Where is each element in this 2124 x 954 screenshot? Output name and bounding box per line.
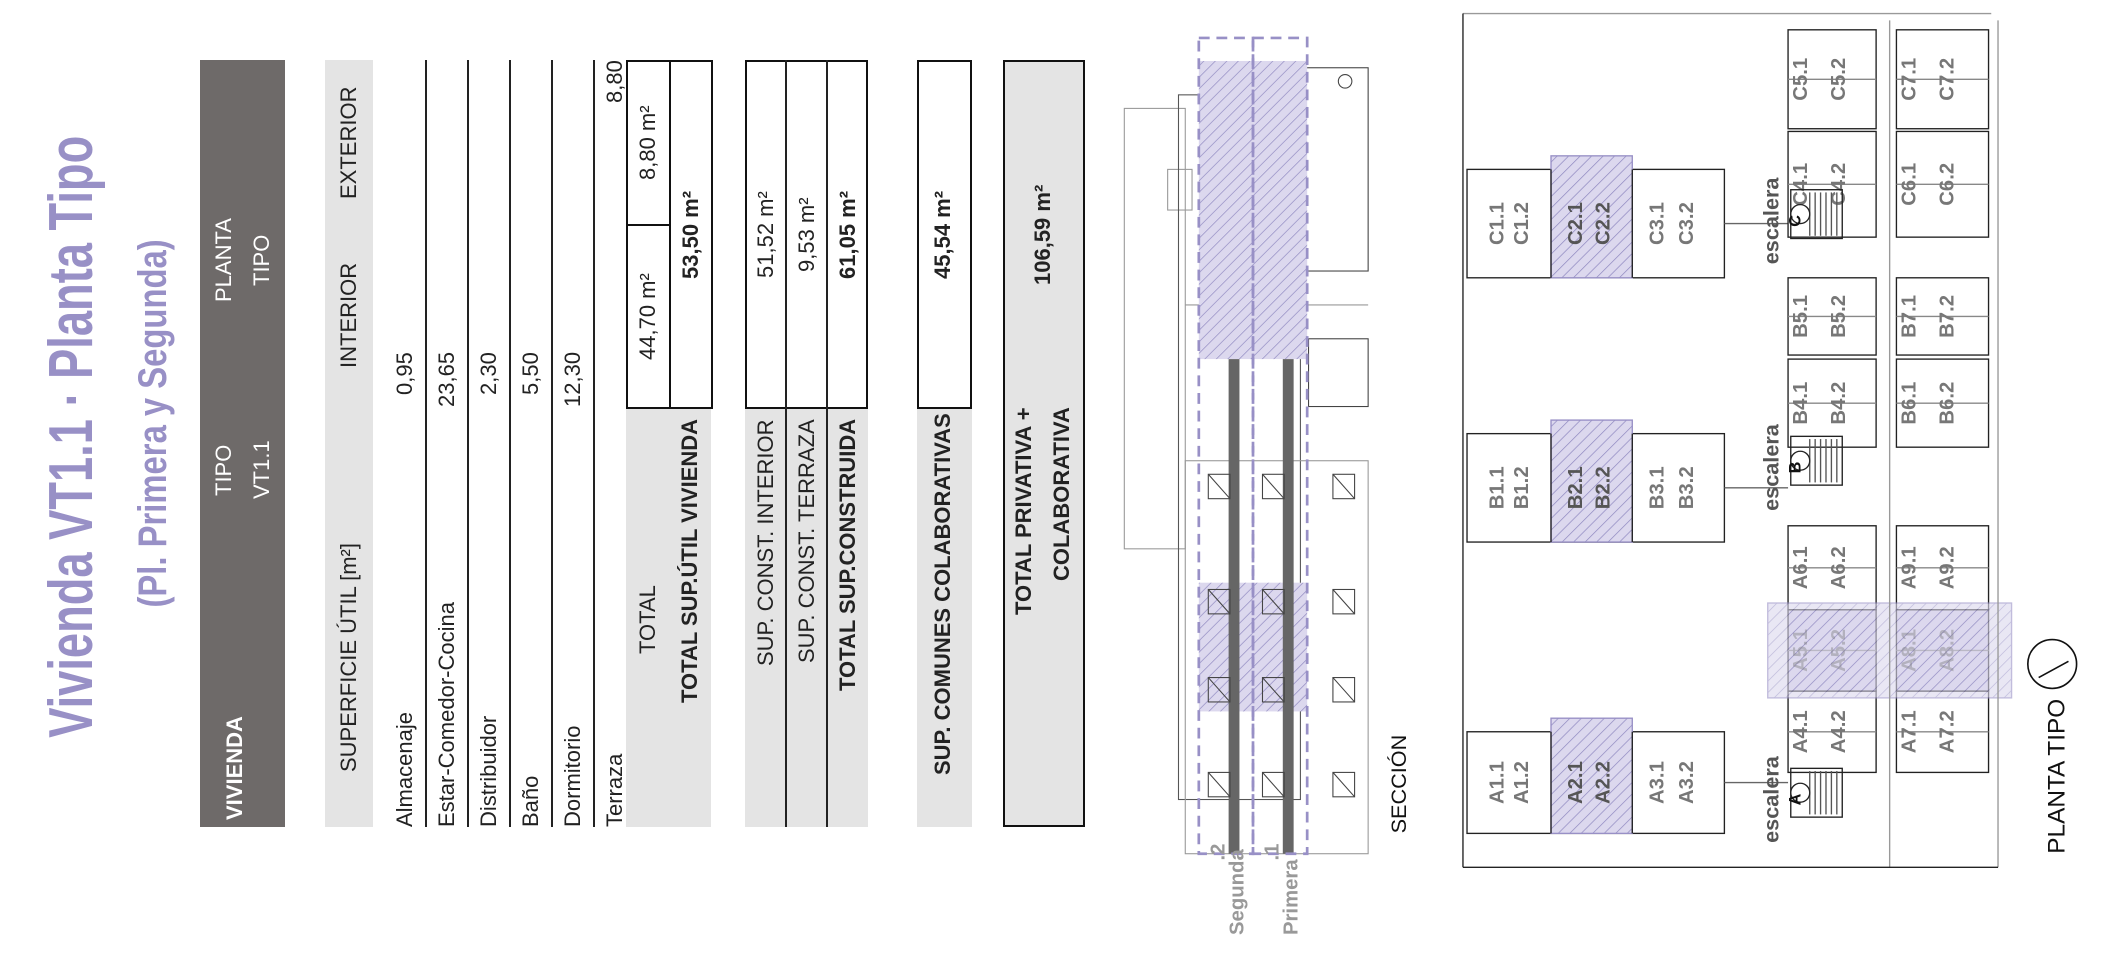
unit-label: A1.1 bbox=[1487, 761, 1509, 804]
unit-label: C5.1 bbox=[1790, 58, 1812, 101]
north-arrow-icon bbox=[2027, 638, 2078, 690]
stair-letter: C bbox=[1786, 215, 1804, 227]
unit-label: A6.2 bbox=[1828, 546, 1850, 589]
section-level-segunda-num: .2 bbox=[1208, 844, 1230, 861]
window bbox=[1207, 473, 1231, 500]
unit-label: C1.2 bbox=[1511, 202, 1533, 245]
section-level-segunda: Segunda bbox=[1227, 849, 1249, 935]
stair-label: escalera bbox=[1759, 177, 1784, 265]
row-divider bbox=[826, 60, 828, 827]
unit-label: C2.1 bbox=[1565, 202, 1587, 245]
row-divider bbox=[467, 60, 469, 827]
unit-label: A9.2 bbox=[1936, 546, 1958, 589]
window bbox=[1261, 588, 1285, 615]
window bbox=[1261, 771, 1285, 798]
unit-label: B7.1 bbox=[1898, 295, 1920, 338]
window bbox=[1261, 677, 1285, 703]
unit-label: C6.1 bbox=[1898, 163, 1920, 206]
window bbox=[1332, 677, 1356, 703]
section-title: SECCIÓN bbox=[1386, 735, 1411, 834]
window bbox=[1207, 588, 1231, 615]
unit-label: C7.1 bbox=[1898, 58, 1920, 101]
window bbox=[1207, 771, 1231, 798]
stair-letter: A bbox=[1786, 793, 1804, 805]
section-drawing bbox=[1123, 36, 1369, 856]
window bbox=[1207, 677, 1231, 703]
unit-label: B3.1 bbox=[1646, 466, 1668, 509]
row-divider bbox=[509, 60, 511, 827]
unit-label: C1.1 bbox=[1487, 202, 1509, 245]
unit-label: B1.1 bbox=[1487, 466, 1509, 509]
unit-label: C3.2 bbox=[1676, 202, 1698, 245]
unit-label: A7.2 bbox=[1936, 710, 1958, 753]
unit-label: B4.1 bbox=[1790, 382, 1812, 425]
unit-label: C4.2 bbox=[1828, 163, 1850, 206]
window bbox=[1332, 771, 1356, 798]
unit-label: C2.2 bbox=[1592, 202, 1614, 245]
row-divider bbox=[425, 60, 427, 827]
unit-label: C7.2 bbox=[1936, 58, 1958, 101]
unit-label: A4.1 bbox=[1790, 710, 1812, 753]
unit-label: B6.1 bbox=[1898, 382, 1920, 425]
unit-label: B5.1 bbox=[1790, 295, 1812, 338]
window bbox=[1261, 473, 1285, 500]
unit-label: B1.2 bbox=[1511, 466, 1533, 509]
stair-label: escalera bbox=[1759, 423, 1784, 511]
window bbox=[1332, 473, 1356, 500]
unit-label: B7.2 bbox=[1936, 295, 1958, 338]
stair-label: escalera bbox=[1759, 755, 1784, 843]
unit-label: B2.2 bbox=[1592, 466, 1614, 509]
unit-label: A6.1 bbox=[1790, 546, 1812, 589]
row-divider bbox=[785, 60, 787, 827]
unit-label: C3.1 bbox=[1646, 202, 1668, 245]
row-divider bbox=[551, 60, 553, 827]
stair-letter: B bbox=[1786, 462, 1804, 474]
unit-label: B2.1 bbox=[1565, 466, 1587, 509]
row-divider bbox=[593, 60, 595, 827]
unit-label: B5.2 bbox=[1828, 295, 1850, 338]
unit-label: A2.2 bbox=[1592, 761, 1614, 804]
unit-label: A9.1 bbox=[1898, 546, 1920, 589]
unit-label: B6.2 bbox=[1936, 382, 1958, 425]
unit-label: A2.1 bbox=[1565, 761, 1587, 804]
window bbox=[1332, 588, 1356, 615]
unit-label: C4.1 bbox=[1790, 163, 1812, 206]
unit-label: A4.2 bbox=[1828, 710, 1850, 753]
stair-marker bbox=[1790, 450, 1811, 471]
unit-label: C5.2 bbox=[1828, 58, 1850, 101]
section-level-primera: Primera bbox=[1281, 859, 1303, 935]
plan-title: PLANTA TIPO bbox=[2043, 699, 2070, 854]
unit-label: A1.2 bbox=[1511, 761, 1533, 804]
unit-label: B4.2 bbox=[1828, 382, 1850, 425]
stair-marker bbox=[1790, 203, 1811, 225]
stair-marker bbox=[1790, 782, 1811, 803]
unit-label: C6.2 bbox=[1936, 163, 1958, 206]
section-level-primera-num: .1 bbox=[1262, 844, 1284, 861]
unit-label: B3.2 bbox=[1676, 466, 1698, 509]
unit-label: A3.2 bbox=[1676, 761, 1698, 804]
unit-label: A3.1 bbox=[1646, 761, 1668, 804]
unit-label: A7.1 bbox=[1898, 710, 1920, 753]
